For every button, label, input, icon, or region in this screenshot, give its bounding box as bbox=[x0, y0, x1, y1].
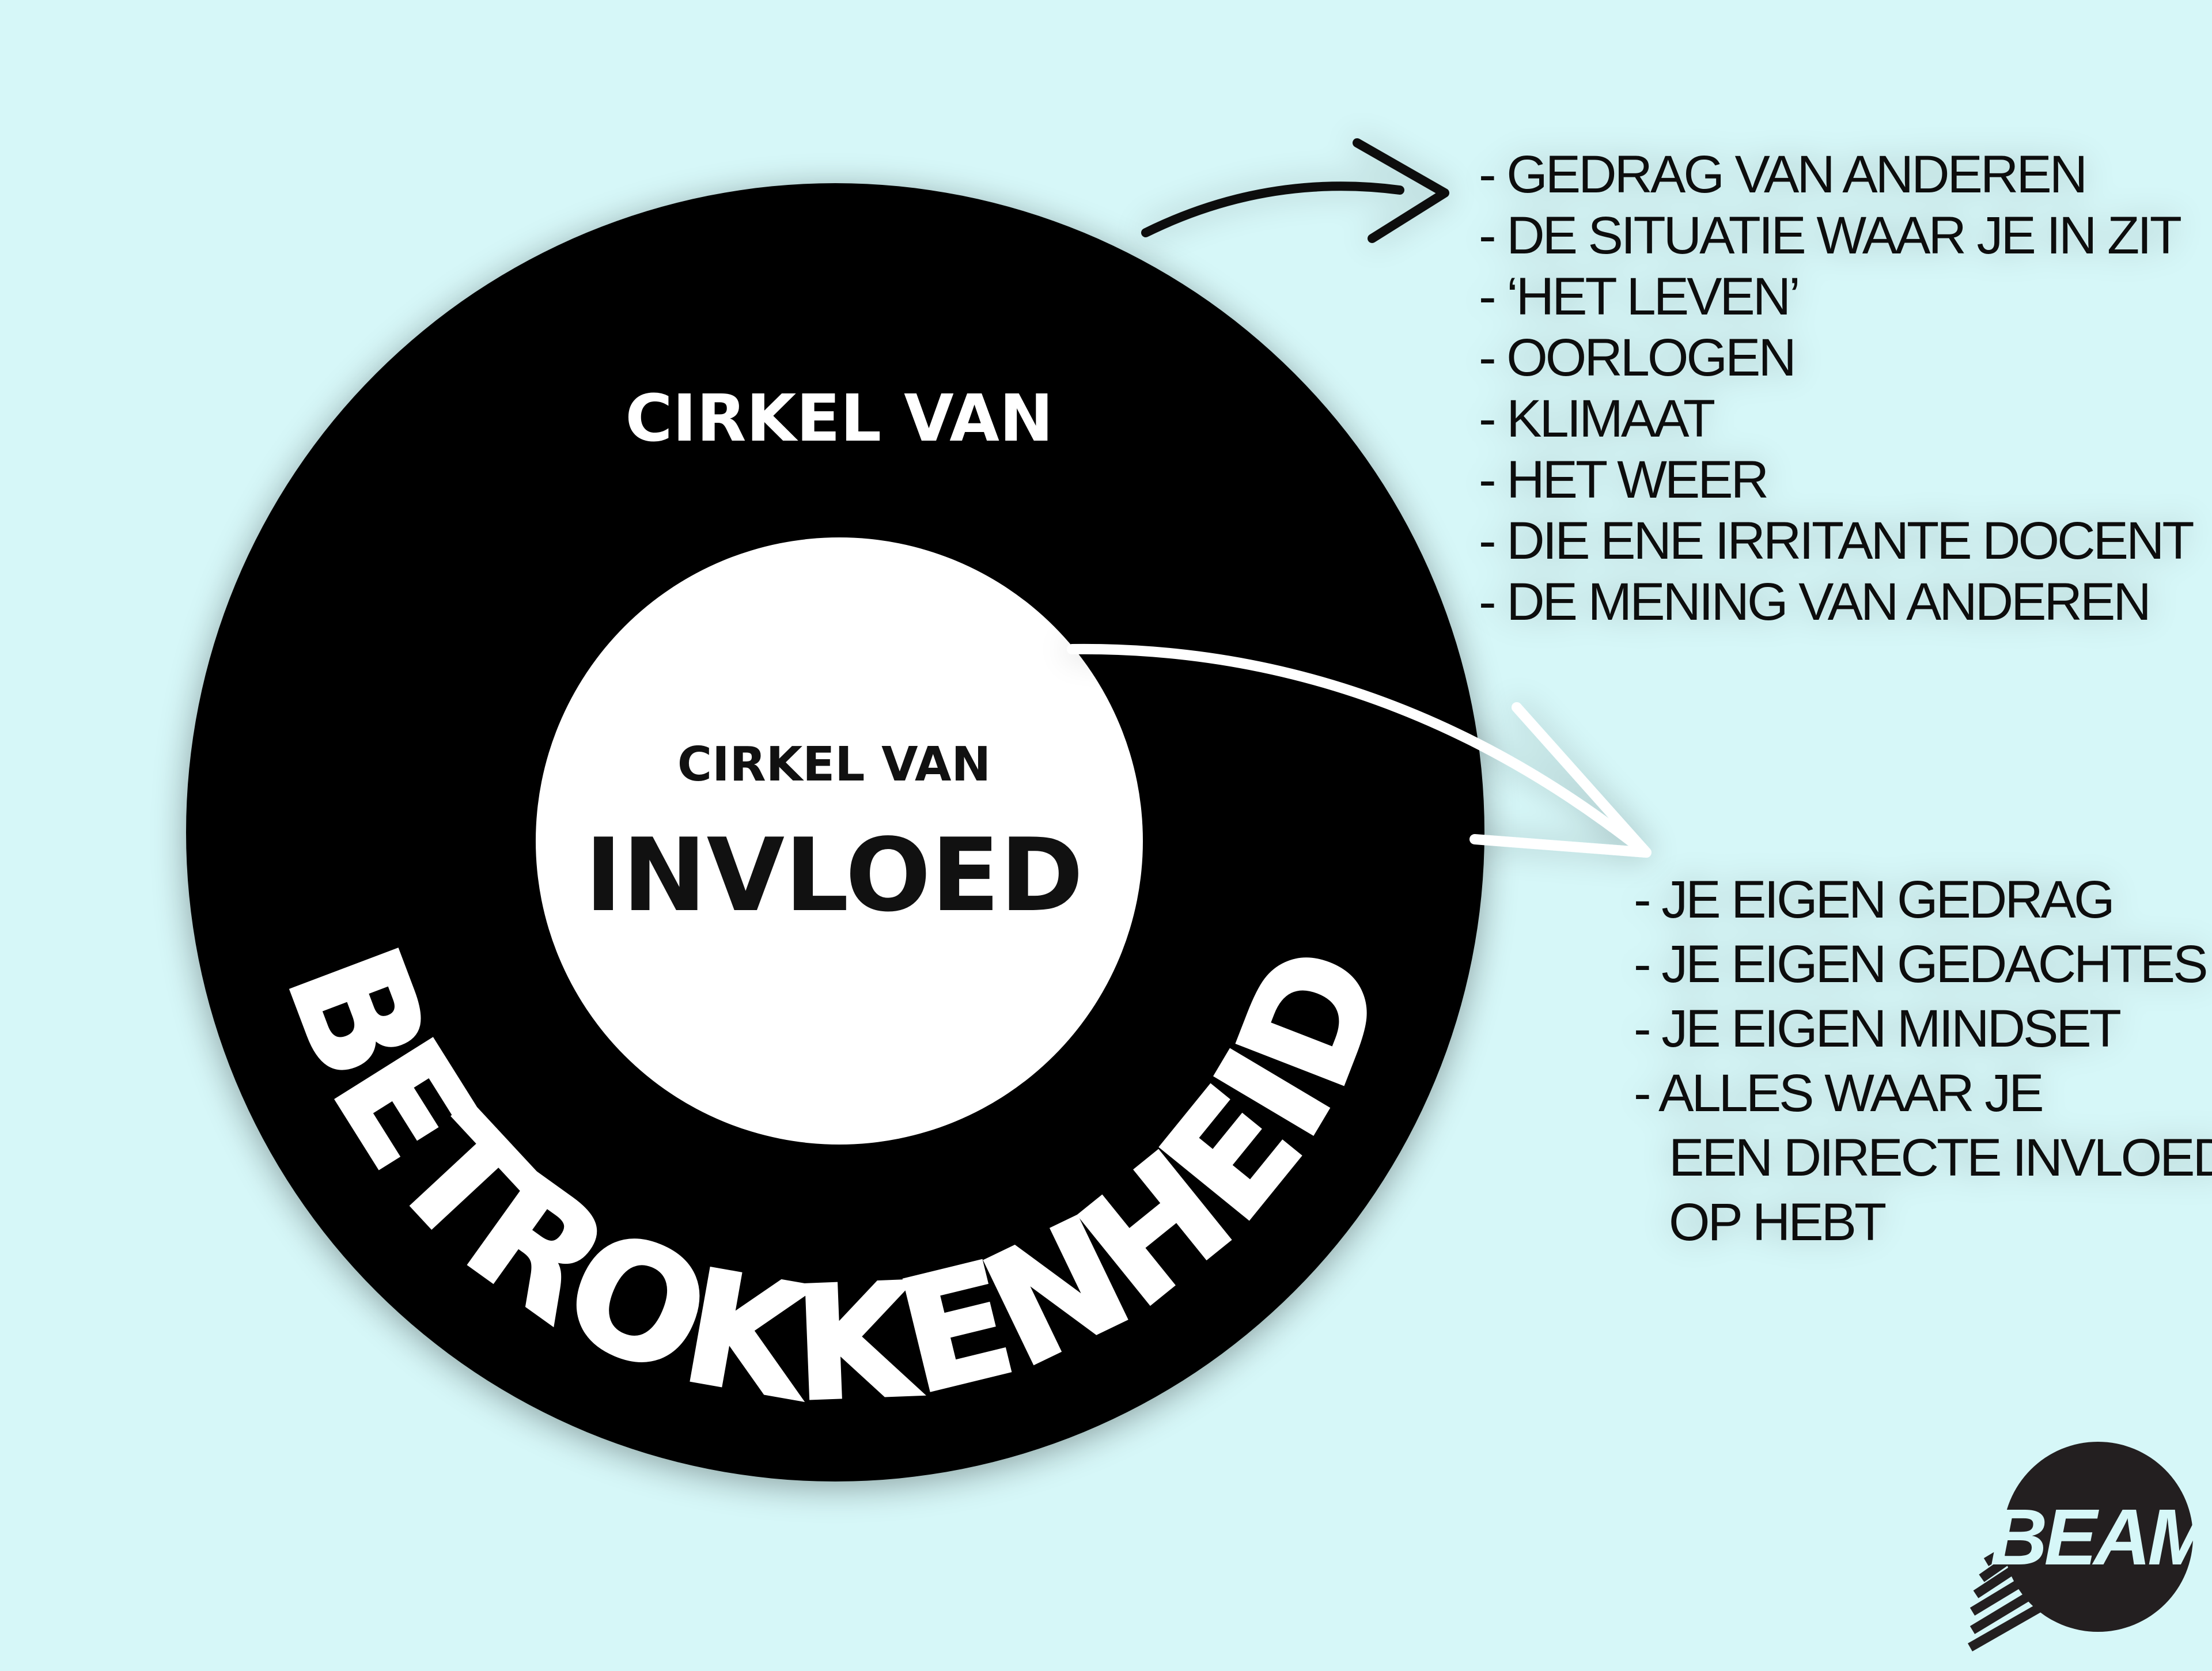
concern-list: - GEDRAG VAN ANDEREN - DE SITUATIE WAAR … bbox=[1479, 145, 2196, 631]
list-item: - DE MENING VAN ANDEREN bbox=[1479, 573, 2149, 631]
list-item: - OORLOGEN bbox=[1479, 328, 1794, 387]
list-item: OP HEBT bbox=[1669, 1193, 1886, 1252]
list-item: - KLIMAAT bbox=[1479, 389, 1715, 448]
list-item: - JE EIGEN MINDSET bbox=[1634, 999, 2121, 1058]
list-item: - ‘HET LEVEN’ bbox=[1479, 267, 1798, 326]
inner-circle-label-main: INVLOED bbox=[585, 817, 1084, 934]
list-item: EEN DIRECTE INVLOED bbox=[1669, 1128, 2212, 1187]
beam-logo: BEAM bbox=[1968, 1442, 2212, 1651]
list-item: - ALLES WAAR JE bbox=[1634, 1064, 2042, 1123]
list-item: - JE EIGEN GEDRAG bbox=[1634, 870, 2113, 929]
list-item: - DE SITUATIE WAAR JE IN ZIT bbox=[1479, 206, 2181, 265]
list-item: - GEDRAG VAN ANDEREN bbox=[1479, 145, 2085, 204]
logo-text: BEAM bbox=[1990, 1493, 2212, 1582]
list-item: - DIE ENE IRRITANTE DOCENT bbox=[1479, 511, 2194, 570]
circle-of-influence bbox=[536, 537, 1143, 1145]
inner-circle-label-top: CIRKEL VAN bbox=[677, 737, 991, 792]
logo-circle bbox=[2003, 1442, 2193, 1632]
black-arrow-icon bbox=[1141, 138, 1449, 243]
outer-circle-label-top: CIRKEL VAN bbox=[625, 381, 1053, 456]
white-arrow-icon bbox=[1067, 643, 1652, 858]
list-item: - JE EIGEN GEDACHTES bbox=[1634, 935, 2206, 994]
influence-list: - JE EIGEN GEDRAG - JE EIGEN GEDACHTES -… bbox=[1634, 870, 2212, 1252]
list-item: - HET WEER bbox=[1479, 450, 1767, 509]
